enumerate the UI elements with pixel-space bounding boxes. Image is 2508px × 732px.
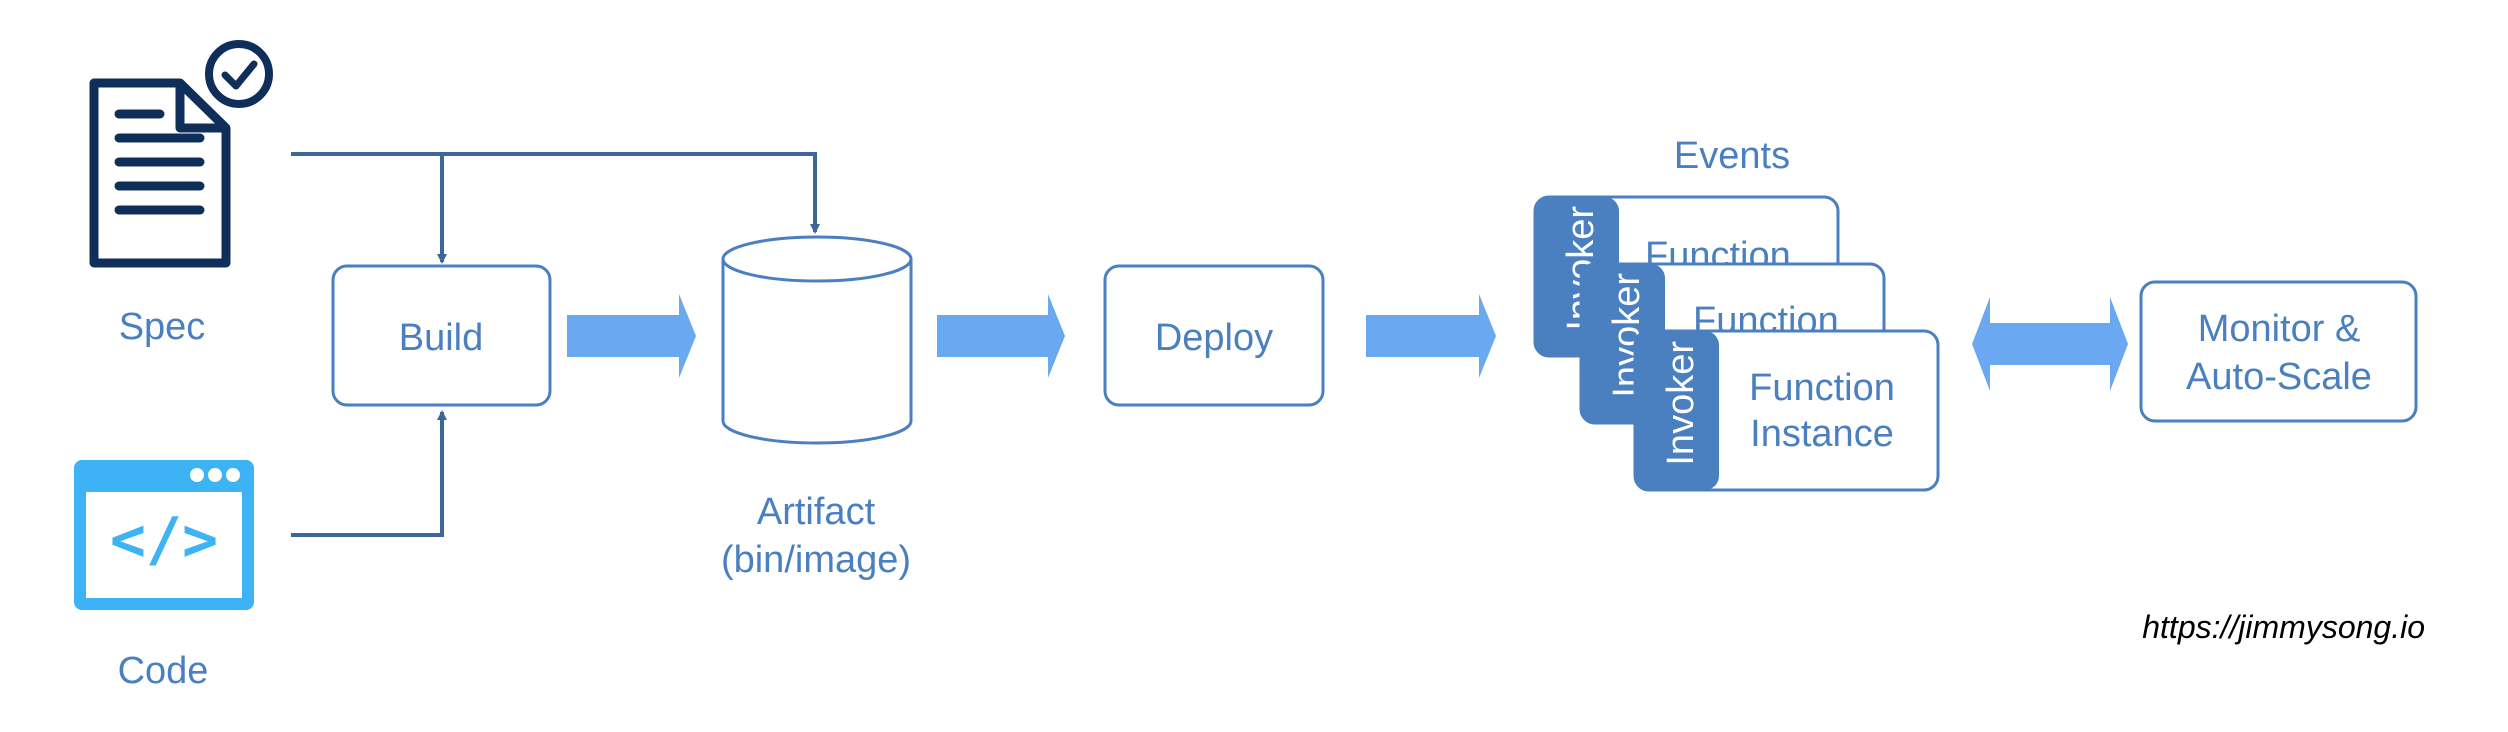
code-glyph: </> bbox=[110, 505, 218, 575]
function-instance-line2: Instance bbox=[1750, 413, 1894, 455]
events-label: Events bbox=[1674, 135, 1790, 177]
monitor-box bbox=[2139, 280, 2418, 423]
build-to-artifact-arrow bbox=[567, 294, 696, 378]
build-label: Build bbox=[399, 317, 484, 359]
code-label: Code bbox=[118, 650, 209, 692]
artifact-cylinder-icon bbox=[721, 235, 913, 445]
artifact-label-line1: Artifact bbox=[757, 491, 876, 533]
source-url: https://jimmysong.io bbox=[2142, 609, 2425, 645]
monitor-label-line1: Monitor & bbox=[2198, 308, 2361, 350]
monitor-label-line2: Auto-Scale bbox=[2186, 356, 2372, 398]
build-box bbox=[331, 264, 552, 407]
function-instance-line1: Function bbox=[1749, 367, 1895, 409]
code-window-icon: </> bbox=[74, 460, 254, 610]
invoker-label-front: Invoker bbox=[1660, 341, 1702, 466]
code-to-build-line bbox=[291, 410, 447, 537]
artifact-label-line2: (bin/image) bbox=[721, 539, 911, 581]
instances-monitor-bidirectional-arrow bbox=[1972, 297, 2128, 391]
deploy-label: Deploy bbox=[1155, 317, 1273, 359]
deploy-to-instances-arrow bbox=[1366, 294, 1496, 378]
function-instance-stack: Function Invoker Function Invoker Invoke… bbox=[1533, 195, 1940, 492]
spec-label: Spec bbox=[119, 306, 206, 348]
deploy-box bbox=[1103, 264, 1325, 407]
function-instance-card-front: Invoker Function Instance bbox=[1633, 329, 1940, 492]
document-check-icon bbox=[89, 40, 273, 268]
connector-lines bbox=[291, 152, 820, 537]
spec-to-artifact-line bbox=[291, 152, 820, 234]
artifact-to-deploy-arrow bbox=[937, 294, 1065, 378]
